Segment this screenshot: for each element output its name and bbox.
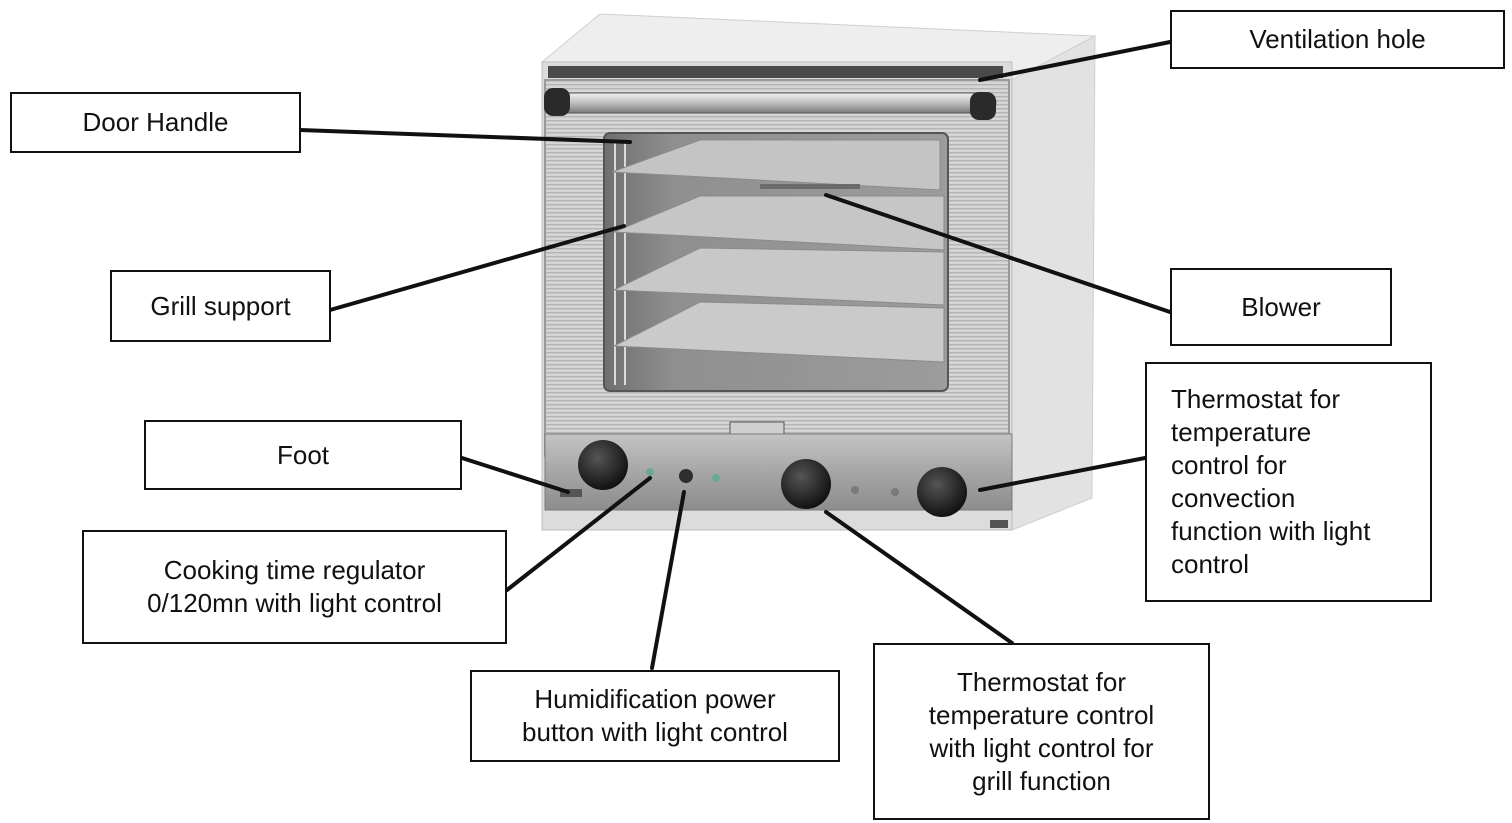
leader-blower [824,193,1172,314]
foot-right [990,520,1008,528]
indicator-light-4 [891,488,899,496]
leader-humidification-button [650,490,686,670]
oven [540,13,1097,531]
leader-foot [460,456,570,494]
tray-3 [613,247,945,306]
humidification-button [679,469,693,483]
indicator-light-2 [712,474,720,482]
ventilation-hole [548,66,1003,78]
door-handle [547,92,997,114]
cooking-time-knob [578,440,628,490]
leader-grill-support [328,224,626,312]
label-thermostat-convection: Thermostat for temperature control for c… [1145,362,1432,602]
handle-cap-right [970,92,996,120]
tray-4 [612,301,945,363]
leader-lines [298,40,1172,670]
label-foot: Foot [144,420,462,490]
leader-door-handle [298,128,632,144]
handle-cap-left [544,88,570,116]
blower-vent [760,184,860,189]
grill-thermostat-knob [781,459,831,509]
leader-cooking-time-regulator [505,476,652,592]
label-cooking-time-regulator: Cooking time regulator 0/120mn with ligh… [82,530,507,644]
indicator-light-1 [646,468,654,476]
brand-badge [729,421,785,435]
convection-thermostat-knob [917,467,967,517]
leader-thermostat-convection [978,456,1147,492]
tray-2 [613,195,945,251]
indicator-light-3 [851,486,859,494]
label-thermostat-grill: Thermostat for temperature control with … [873,643,1210,820]
label-door-handle: Door Handle [10,92,301,153]
label-humidification-button: Humidification power button with light c… [470,670,840,762]
foot-left [560,489,582,497]
label-grill-support: Grill support [110,270,331,342]
label-ventilation-hole: Ventilation hole [1170,10,1505,69]
leader-ventilation-hole [978,40,1172,82]
leader-thermostat-grill [824,510,1014,645]
label-blower: Blower [1170,268,1392,346]
